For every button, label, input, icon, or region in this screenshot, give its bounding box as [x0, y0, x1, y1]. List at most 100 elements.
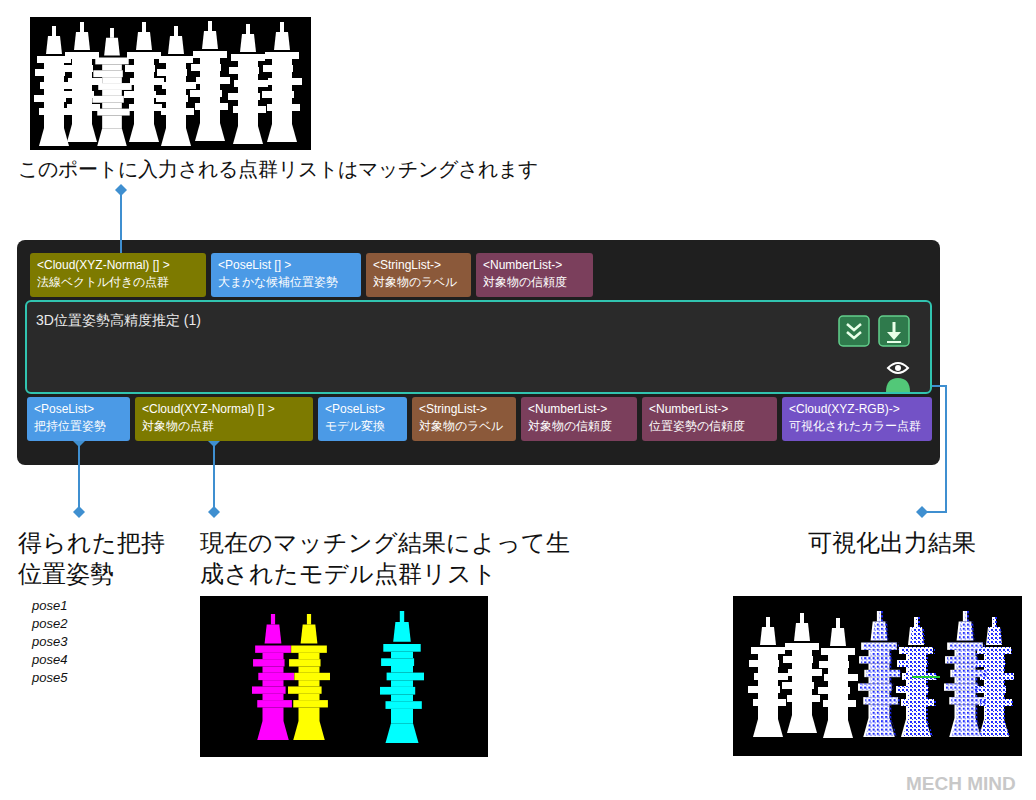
art-circle — [895, 365, 901, 371]
pose-item: pose3 — [32, 633, 67, 650]
port-box: <Cloud(XYZ-RGB)->可視化されたカラー点群 — [782, 397, 932, 441]
pose-item-wrap: pose1 — [32, 597, 67, 614]
callout-text-wrap: 現在のマッチング結果によって生 成されたモデル点群リスト — [200, 527, 572, 589]
art-line — [912, 676, 940, 678]
art-rect — [200, 596, 488, 757]
callout-text-wrap: 可視化出力結果 — [808, 527, 976, 558]
art-rect — [879, 316, 909, 346]
port-name: 大まかな候補位置姿勢 — [218, 274, 354, 291]
art-path — [886, 378, 910, 392]
art-path — [888, 363, 908, 373]
art-use — [228, 24, 268, 144]
leader-line — [213, 441, 215, 512]
port-type: <Cloud(XYZ-Normal) [] > — [37, 257, 199, 274]
art-line — [887, 341, 901, 343]
art-use — [818, 618, 858, 738]
callout-text: 可視化出力結果 — [808, 527, 976, 558]
model-cloud-image — [200, 596, 488, 757]
art-use — [380, 611, 424, 743]
art-polyline — [847, 324, 861, 330]
leader-line — [78, 441, 80, 512]
callout-text-wrap: 得られた把持 位置姿勢 — [18, 527, 168, 589]
pose-item-wrap: pose4 — [32, 651, 67, 668]
port-box: <StringList->対象物のラベル — [366, 253, 471, 297]
port-name: 対象物の信頼度 — [483, 274, 586, 291]
port-type: <Cloud(XYZ-Normal) [] > — [142, 401, 306, 418]
art-rect — [839, 316, 869, 346]
port-box: <PoseList>把持位置姿勢 — [27, 397, 130, 441]
leader-line — [120, 190, 122, 253]
art-use — [782, 613, 822, 733]
port-name: 位置姿勢の信頼度 — [649, 418, 770, 435]
pose-item-wrap: pose2 — [32, 615, 67, 632]
node-panel — [17, 240, 940, 465]
pose-item: pose1 — [32, 597, 67, 614]
art-use — [860, 611, 902, 737]
port-type: <PoseList [] > — [218, 257, 354, 274]
leader-dot — [115, 184, 127, 196]
art-g — [748, 611, 1014, 738]
port-box: <PoseList [] >大まかな候補位置姿勢 — [211, 253, 361, 297]
callout-text: このポートに入力される点群リストはマッチングされます — [18, 156, 538, 182]
port-name: 対象物の点群 — [142, 418, 306, 435]
port-box: <Cloud(XYZ-Normal) [] >対象物の点群 — [135, 397, 313, 441]
art-polygon — [887, 332, 901, 340]
node-icons — [838, 314, 922, 394]
pose-item: pose5 — [32, 669, 67, 686]
callout-text-wrap: このポートに入力される点群リストはマッチングされます — [18, 156, 538, 182]
node-body: 3D位置姿勢高精度推定 (1) — [25, 300, 932, 394]
art-use — [748, 617, 788, 737]
port-name: 可視化されたカラー点群 — [789, 418, 925, 435]
port-type: <PoseList> — [34, 401, 123, 418]
port-box: <Cloud(XYZ-Normal) [] >法線ベクトル付きの点群 — [30, 253, 206, 297]
input-cloud-image — [30, 17, 311, 150]
watermark: MECH MIND — [906, 771, 1016, 796]
port-type: <NumberList-> — [483, 257, 586, 274]
art-g — [34, 21, 302, 146]
art-polyline — [847, 332, 861, 338]
port-box: <StringList->対象物のラベル — [412, 397, 516, 441]
pose-item: pose4 — [32, 651, 67, 668]
port-name: 対象物のラベル — [419, 418, 509, 435]
port-type: <NumberList-> — [528, 401, 630, 418]
port-box: <NumberList->対象物の信頼度 — [476, 253, 593, 297]
art-use — [92, 28, 131, 146]
port-box: <NumberList->対象物の信頼度 — [521, 397, 637, 441]
art-use — [975, 617, 1015, 737]
port-type: <StringList-> — [373, 257, 464, 274]
callout-text: 得られた把持 位置姿勢 — [18, 527, 168, 589]
visual-output-image — [733, 596, 1022, 756]
port-name: モデル変換 — [325, 418, 400, 435]
pose-item-wrap: pose5 — [32, 669, 67, 686]
art-use — [190, 21, 230, 141]
watermark-wrap: MECH MIND — [906, 771, 1016, 796]
node-title: 3D位置姿勢高精度推定 (1) — [36, 311, 201, 329]
art-g — [886, 363, 910, 392]
port-name: 対象物のラベル — [373, 274, 464, 291]
port-name: 法線ベクトル付きの点群 — [37, 274, 199, 291]
art-use — [124, 22, 164, 142]
port-box: <NumberList->位置姿勢の信頼度 — [642, 397, 777, 441]
leader-dot — [916, 506, 928, 518]
art-use — [288, 614, 330, 740]
art-use — [34, 26, 74, 146]
port-name: 対象物の信頼度 — [528, 418, 630, 435]
leader-dot — [208, 506, 220, 518]
art-use — [62, 22, 102, 142]
art-rect — [733, 596, 1022, 756]
art-use — [156, 26, 196, 146]
port-box: <PoseList>モデル変換 — [318, 397, 407, 441]
art-use — [252, 614, 294, 740]
art-use — [262, 22, 302, 142]
port-type: <PoseList> — [325, 401, 400, 418]
port-type: <Cloud(XYZ-RGB)-> — [789, 401, 925, 418]
pose-item: pose2 — [32, 615, 67, 632]
port-type: <StringList-> — [419, 401, 509, 418]
port-name: 把持位置姿勢 — [34, 418, 123, 435]
callout-text: 現在のマッチング結果によって生 成されたモデル点群リスト — [200, 527, 572, 589]
port-type: <NumberList-> — [649, 401, 770, 418]
art-rect — [30, 17, 311, 150]
pose-item-wrap: pose3 — [32, 633, 67, 650]
leader-dot — [73, 506, 85, 518]
